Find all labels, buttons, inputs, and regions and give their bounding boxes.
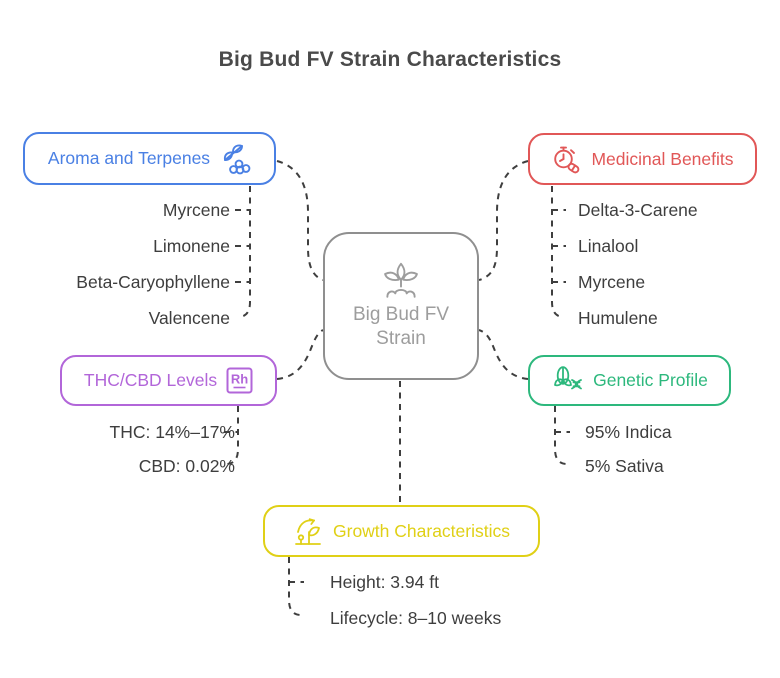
medicinal-item: Myrcene [578,272,646,292]
connector-aroma-items [237,186,251,318]
branch-label: Growth Characteristics [333,520,510,541]
medicinal-item: Linalool [578,236,639,256]
genetic-item: 5% Sativa [585,456,664,476]
berries-icon [223,144,251,175]
connector-genetic-center [478,329,529,380]
growth-item: Lifecycle: 8–10 weeks [330,608,502,628]
aroma-item: Beta-Caryophyllene [76,272,230,292]
connector-aroma-center [276,160,324,281]
connector-medicinal-center [478,160,529,281]
rh-element-icon: Rh [226,367,253,394]
corn-dna-icon [554,366,583,390]
branch-label: Aroma and Terpenes [47,148,211,168]
branch-label: Medicinal Benefits [591,148,734,169]
growth-item: Height: 3.94 ft [330,572,439,592]
branch-node-thc-cbd-levels[interactable]: THC/CBD Levels Rh [60,355,277,406]
stopwatch-pill-icon [554,146,580,173]
center-label-line1: Big Bud FV [352,304,450,326]
center-node-big-bud-fv-strain[interactable]: Big Bud FV Strain [323,232,479,380]
connector-growth-items [288,557,302,616]
svg-text:Rh: Rh [231,372,248,387]
branch-node-medicinal-benefits[interactable]: Medicinal Benefits [528,133,757,185]
branch-node-growth-characteristics[interactable]: Growth Characteristics [263,505,540,557]
diagram-title: Big Bud FV Strain Characteristics [218,48,562,71]
medicinal-item: Humulene [578,308,658,328]
branch-label: THC/CBD Levels [83,370,218,390]
medicinal-item: Delta-3-Carene [578,200,698,220]
thc-item: THC: 14%–17% [109,422,235,442]
growth-plant-icon [295,517,321,545]
aroma-item: Valencene [148,308,230,328]
connector-genetic-items [554,406,568,465]
branch-node-genetic-profile[interactable]: Genetic Profile [528,355,731,406]
thc-item: CBD: 0.02% [138,456,235,476]
aroma-item: Limonene [153,236,230,256]
aroma-item: Myrcene [162,200,230,220]
sprout-icon [384,262,418,298]
branch-label: Genetic Profile [593,370,708,390]
connector-medicinal-items [551,186,565,318]
center-label-line2: Strain [376,328,426,349]
genetic-item: 95% Indica [585,422,672,442]
connector-thc-center [276,329,324,380]
branch-node-aroma-and-terpenes[interactable]: Aroma and Terpenes [23,132,276,185]
